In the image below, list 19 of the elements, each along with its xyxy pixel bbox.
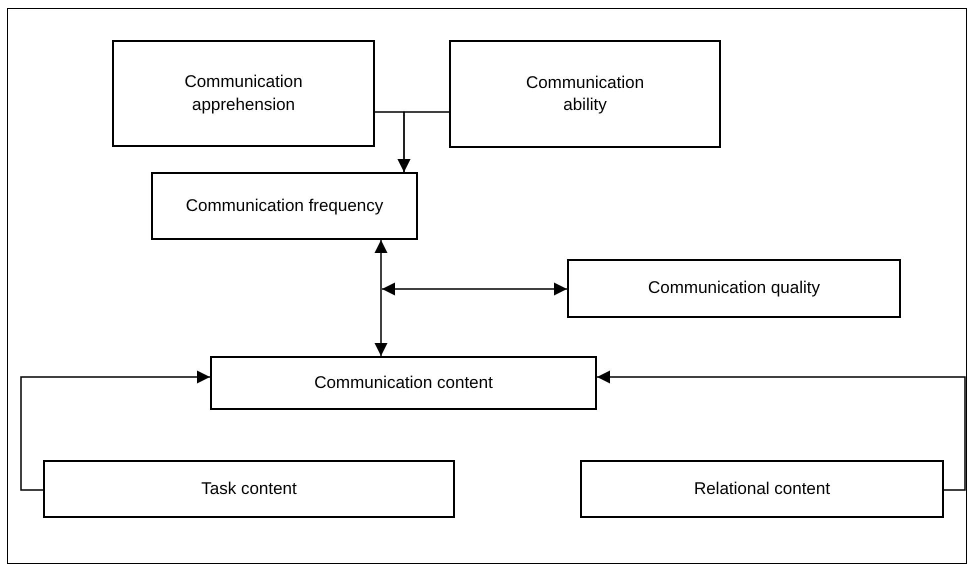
arrow [382,282,567,296]
box-label: Relational content [694,478,830,500]
process-box [210,356,597,410]
box-label: Communication quality [648,277,820,300]
box-label: Communication content [314,372,493,394]
box-label: Communication apprehension [183,71,304,116]
box-label: Task content [201,478,297,500]
arrow [374,240,388,356]
process-box [567,259,901,318]
process-box [43,460,455,518]
arrow [597,370,966,491]
box-label: Communication ability [524,72,646,116]
process-box [449,40,721,148]
arrow [398,111,449,172]
process-box [580,460,944,518]
process-box [151,172,418,240]
process-box [112,40,375,147]
box-label: Communication frequency [186,194,384,217]
arrow [20,370,210,491]
